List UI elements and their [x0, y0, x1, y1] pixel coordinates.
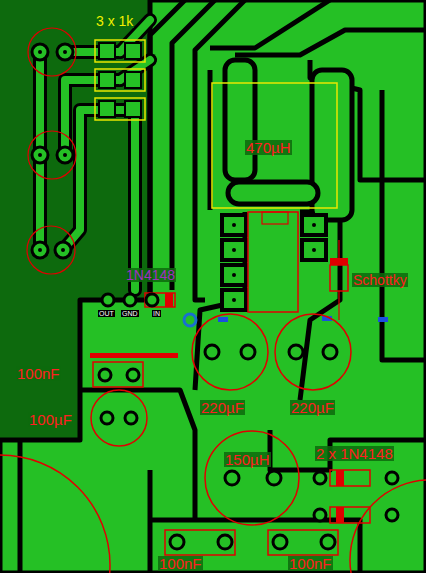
part-label: 2 x 1N4148 — [315, 446, 394, 461]
part-label: 220µF — [200, 400, 245, 415]
part-label: 150µH — [224, 452, 271, 467]
part-label: 100µF — [28, 412, 73, 427]
pad — [99, 345, 398, 549]
part-label: 100nF — [16, 366, 61, 381]
resistor-symbol — [95, 40, 145, 120]
part-label: 1N4148 — [125, 268, 176, 282]
pin-name: OUT — [98, 310, 115, 317]
pin-name: IN — [152, 310, 161, 317]
diode-symbol — [330, 240, 348, 320]
inductor-symbol — [212, 60, 352, 220]
capacitor-symbol — [93, 362, 338, 555]
trace — [40, 20, 150, 290]
drill-hole — [38, 50, 67, 252]
diode-symbol — [90, 293, 388, 358]
isolation-gap — [20, 0, 426, 573]
trace-outline — [40, 20, 150, 290]
capacitor-symbol — [0, 314, 426, 573]
pad — [32, 44, 73, 258]
diode-symbol — [330, 470, 370, 523]
part-label: Schottky — [352, 273, 408, 287]
pin-name: GND — [121, 310, 139, 317]
part-label: 220µF — [290, 400, 335, 415]
part-label: 470µH — [245, 140, 292, 155]
part-label: 100nF — [288, 556, 333, 571]
part-label: 3 x 1k — [95, 14, 134, 28]
ic-symbol — [222, 212, 326, 312]
connector-symbol — [27, 28, 76, 274]
part-label: 100nF — [158, 556, 203, 571]
